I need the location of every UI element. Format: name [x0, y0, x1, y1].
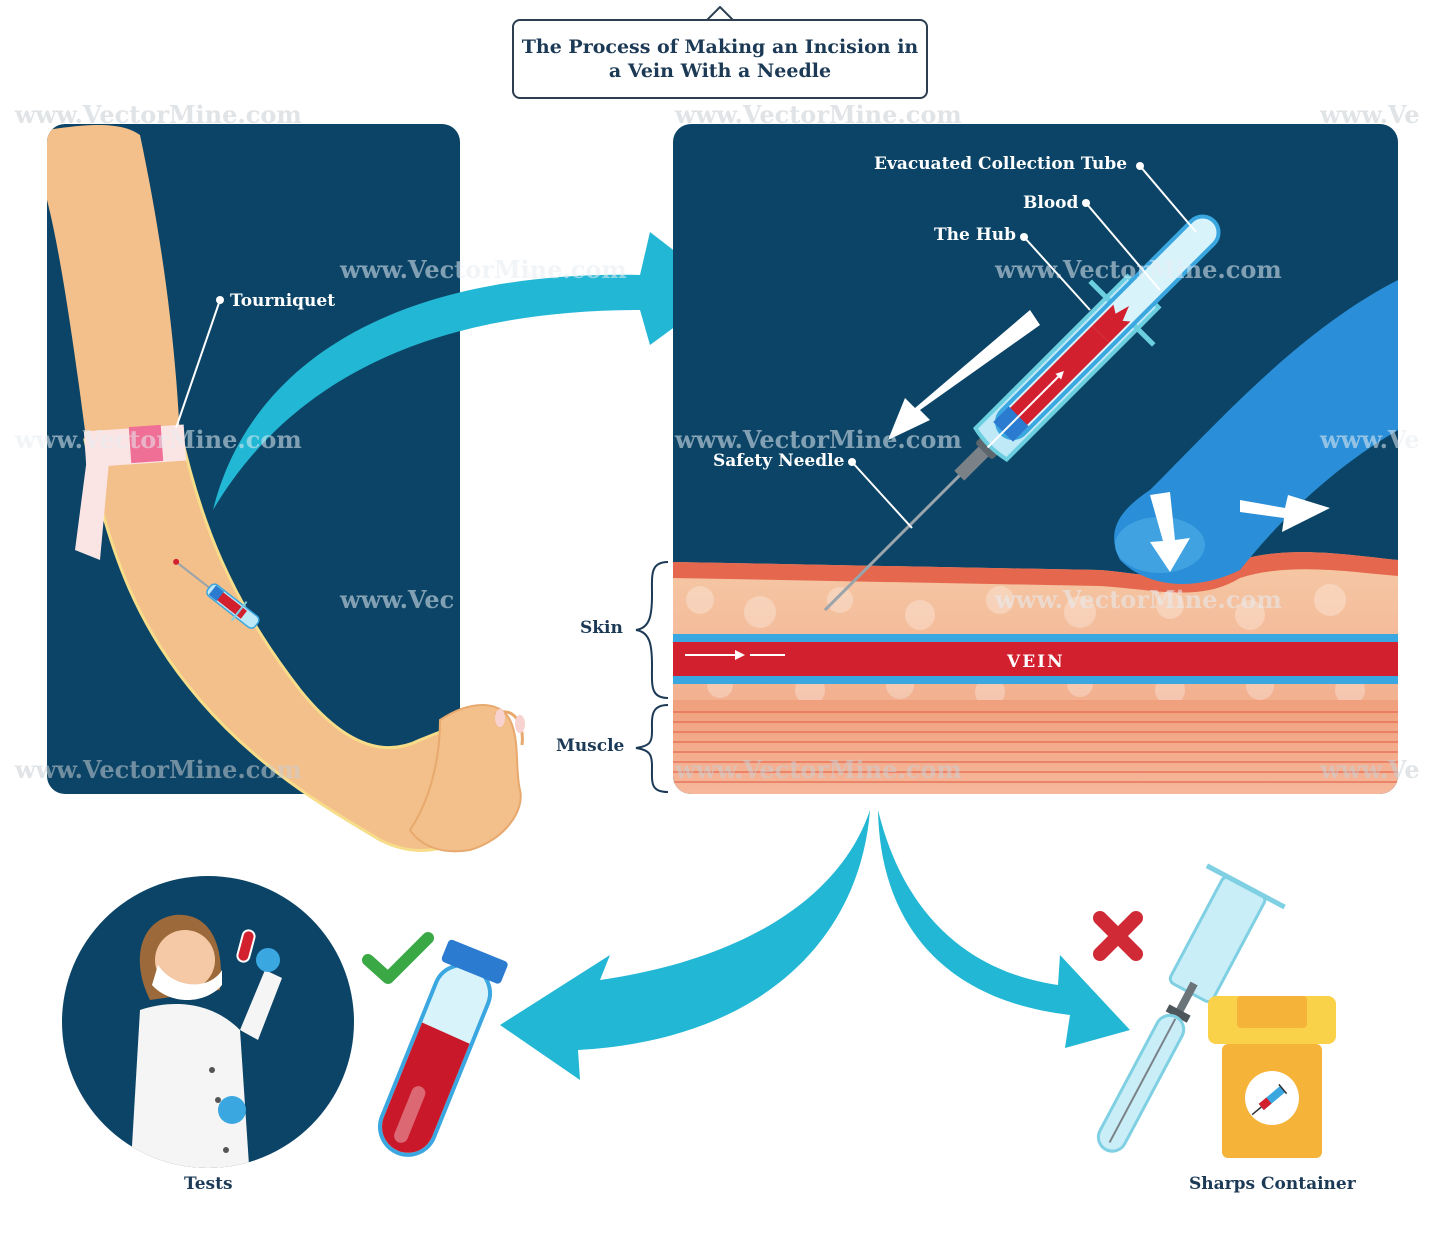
title-line-1: The Process of Making an Incision in: [521, 36, 919, 58]
label-sharps-container: Sharps Container: [1189, 1174, 1356, 1194]
label-muscle: Muscle: [556, 736, 625, 756]
tube-cap: [441, 939, 508, 984]
label-blood: Blood: [1023, 193, 1079, 213]
upper-arm: [47, 125, 180, 470]
left-panel: [47, 124, 525, 853]
title-callout: The Process of Making an Incision in a V…: [512, 19, 928, 99]
glove-lower: [218, 1096, 246, 1124]
label-hub: The Hub: [934, 225, 1017, 245]
needle-hub: [954, 442, 993, 481]
muscle-fibers: [673, 711, 1398, 783]
skin-brace: [635, 561, 669, 699]
glove: [256, 948, 280, 972]
blood-surface: [1092, 304, 1131, 343]
fingernail: [515, 715, 525, 733]
label-safety-needle: Safety Needle: [713, 451, 845, 471]
arrow-to-tests: [500, 810, 870, 1080]
leader-dots: [848, 162, 1144, 466]
blood-sample-tube: [378, 939, 508, 1157]
label-tourniquet: Tourniquet: [230, 291, 336, 311]
label-skin: Skin: [580, 618, 623, 638]
tests-illustration: [62, 876, 354, 1168]
leader-lines: [851, 165, 1197, 529]
vacutainer-assembly: [823, 214, 1221, 612]
blood-flow-arrowhead: [735, 650, 745, 660]
discarded-needle-holder: [1096, 863, 1286, 1153]
small-syringe: [173, 558, 260, 629]
face-mask: [152, 965, 222, 1000]
checkmark-icon: [362, 932, 434, 984]
cross-icon: [1093, 911, 1143, 961]
sharps-container: [1208, 996, 1336, 1158]
epidermis: [673, 552, 1398, 593]
label-vein: VEIN: [1007, 652, 1065, 672]
right-panel: [673, 124, 1398, 794]
held-sample-tube: [236, 929, 256, 963]
press-down-arrow: [1150, 492, 1190, 572]
label-tests: Tests: [184, 1174, 233, 1194]
tourniquet-leader-line: [175, 299, 221, 429]
hand: [408, 704, 522, 853]
tourniquet-band: [75, 424, 187, 560]
diagram-title: The Process of Making an Incision in a V…: [522, 35, 918, 83]
tourniquet-leader-dot: [216, 296, 224, 304]
arrow-to-sharps: [878, 810, 1130, 1048]
arrow-to-detail: [213, 232, 725, 510]
slide-right-arrow: [1240, 495, 1330, 532]
gloved-finger: [1114, 280, 1398, 584]
insertion-direction-arrow: [888, 310, 1040, 440]
syringe-badge-icon: [1251, 1083, 1288, 1116]
lab-coat: [130, 1004, 250, 1168]
fingernail: [495, 709, 505, 727]
muscle-layer: [673, 700, 1398, 794]
draw-direction-arrow: [986, 376, 1059, 449]
raised-arm: [240, 970, 282, 1040]
title-line-2: a Vein With a Needle: [608, 60, 832, 82]
title-callout-pointer: [706, 6, 734, 21]
needle-collar: [976, 437, 998, 459]
technician-face: [155, 930, 215, 990]
label-evacuated-tube: Evacuated Collection Tube: [874, 154, 1128, 174]
muscle-brace: [635, 704, 669, 793]
vein-blood: [673, 642, 1398, 676]
